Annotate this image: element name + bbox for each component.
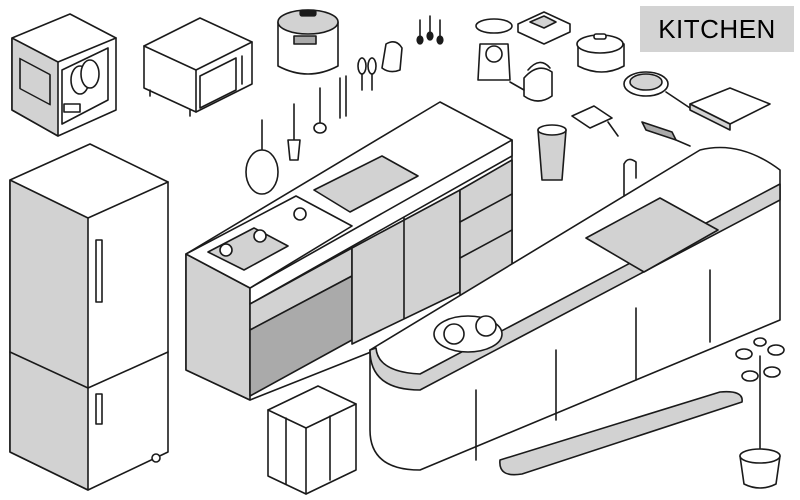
rice-cooker-icon xyxy=(277,9,339,75)
potted-plant-icon xyxy=(735,337,785,489)
kettle-icon xyxy=(509,61,553,102)
microwave-icon xyxy=(143,17,253,117)
scale-icon xyxy=(475,18,513,81)
frying-pan-icon xyxy=(623,71,691,109)
grill-pan-icon xyxy=(571,105,619,137)
digital-scale-icon xyxy=(517,11,571,45)
page-title: KITCHEN xyxy=(658,13,776,44)
trash-bins-icon xyxy=(267,385,357,495)
oven-mitt-icon xyxy=(357,40,403,91)
island-counter-icon xyxy=(369,146,781,471)
cutting-board-icon xyxy=(689,87,771,131)
hanging-utensils-icon xyxy=(416,15,444,45)
title-label: KITCHEN xyxy=(640,6,794,52)
ladle-set-icon xyxy=(245,75,347,195)
knife-icon xyxy=(641,121,691,147)
dish-dryer-icon xyxy=(11,13,117,137)
pot-icon xyxy=(576,33,625,73)
floor-mat-icon xyxy=(499,390,743,476)
refrigerator-icon xyxy=(9,143,169,491)
